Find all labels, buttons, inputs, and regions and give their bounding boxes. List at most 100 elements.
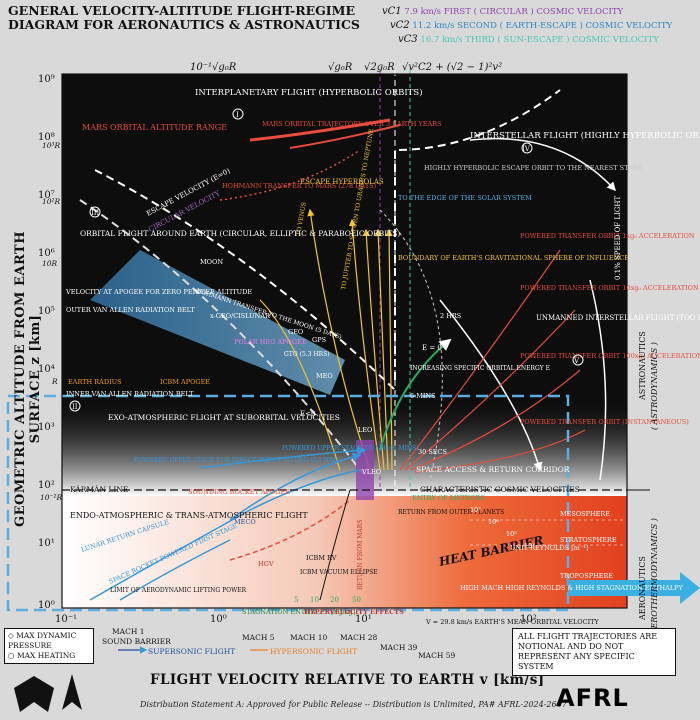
upper-stage-leo xyxy=(229,452,362,521)
space-force-emblem xyxy=(62,674,82,710)
leo-label: LEO xyxy=(358,426,372,434)
high-mach-label: HIGH MACH HIGH REYNOLDS & HIGH STAGNATIO… xyxy=(460,584,684,592)
apogee-zero-label: VELOCITY AT APOGEE FOR ZERO PERIGEE ALTI… xyxy=(65,288,252,296)
lifting-label: LIMIT OF AERODYNAMIC LIFTING POWER xyxy=(110,587,247,594)
r-marks: 10³R 10²R 10R R 10⁻²R xyxy=(40,141,63,502)
mars-trajectory xyxy=(249,118,391,142)
enthalpy-10: 10 xyxy=(310,596,319,604)
geo-label: GEO xyxy=(288,328,303,336)
endo-label: ENDO-ATMOSPHERIC & TRANS-ATMOSPHERIC FLI… xyxy=(70,511,308,520)
marker-iii xyxy=(89,206,101,218)
astrodynamics-label: ( ASTRODYNAMICS ) xyxy=(650,342,659,430)
mars-trajectory-label: MARS ORBITAL TRAJECTORY OVER 3 EARTH YEA… xyxy=(262,120,442,128)
corridor-label: SPACE ACCESS & RETURN CORRIDOR xyxy=(416,465,570,474)
icbm-apogee-label: ICBM APOGEE xyxy=(160,378,210,386)
inner-van-allen-label: INNER VAN ALLEN RADIATION BELT xyxy=(66,390,194,398)
mach-5: MACH 5 xyxy=(242,633,275,642)
cv2-label: SECOND ( EARTH-ESCAPE ) COSMIC VELOCITY xyxy=(457,21,673,31)
cv3-label: THIRD ( SUN-ESCAPE ) COSMIC VELOCITY xyxy=(465,35,659,45)
exo-atmospheric-label: EXO-ATMOSPHERIC FLIGHT AT SUBORBITAL VEL… xyxy=(108,413,340,422)
cv1-value: 7.9 km/s xyxy=(404,7,442,17)
orbital-band xyxy=(90,250,345,395)
hohmann-mars-label: HOHMANN TRANSFER TO MARS (278 DAYS) xyxy=(222,182,377,190)
upper-stage-leo-label: POWERED UPPER STAGE TO LEO (6 MINS) xyxy=(282,445,419,452)
r-mark-10R: 10R xyxy=(42,259,58,268)
space-rocket-trajectory xyxy=(89,469,361,601)
outer-van-allen-label: OUTER VAN ALLEN RADIATION BELT xyxy=(66,306,195,314)
r-mark-0.01R: 10⁻²R xyxy=(40,493,63,502)
six-mins-label: 6 MINS xyxy=(410,392,436,400)
earth-mean-label: V = 29.8 km/s EARTH'S MEAN ORBITAL VELOC… xyxy=(425,618,599,626)
mars-trajectory-2 xyxy=(289,124,401,149)
cv1-label: FIRST ( CIRCULAR ) COSMIC VELOCITY xyxy=(443,7,624,17)
marker-iii-text: III xyxy=(91,209,100,217)
cv2-row: vC2 11.2 km/s SECOND ( EARTH-ESCAPE ) CO… xyxy=(390,20,672,31)
legend-max-pressure-text: MAX DYNAMIC PRESSURE xyxy=(8,631,77,650)
pto-inst xyxy=(414,429,586,473)
edge-solar-label: TO THE EDGE OF THE SOLAR SYSTEM xyxy=(398,194,532,202)
lunar-capsule-trajectory xyxy=(119,539,231,601)
interplanetary-label: INTERPLANETARY FLIGHT (HYPERBOLIC ORBITS… xyxy=(195,87,423,98)
cv3-value: 16.7 km/s xyxy=(420,35,463,45)
y-tick-1e0: 10⁰ xyxy=(38,600,55,611)
y-tick-1e9: 10⁹ xyxy=(38,74,55,85)
mach-10: MACH 10 xyxy=(290,633,328,642)
interstellar-label: INTERSTELLAR FLIGHT (HIGHLY HYPERBOLIC O… xyxy=(470,130,700,141)
notional-disclaimer: ALL FLIGHT TRAJECTORIES ARE NOTIONAL AND… xyxy=(512,628,676,676)
marker-ii xyxy=(69,400,81,412)
enthalpy-20: 20 xyxy=(330,596,339,604)
formula-sqrt-2gR: √2g₀R xyxy=(364,62,395,73)
mesosphere-label: MESOSPHERE xyxy=(560,510,610,518)
stratosphere-label: STRATOSPHERE xyxy=(560,536,617,544)
atmosphere-band xyxy=(62,496,627,608)
y-tick-1e4: 10⁴ xyxy=(38,364,55,375)
pto-10g-label: POWERED TRANSFER ORBIT 10xg₀ ACCELERATIO… xyxy=(520,284,699,292)
unmanned-arc xyxy=(589,279,607,481)
gto-label: GTO (5.3 HRS) xyxy=(284,351,330,358)
two-hrs-label: 2 HRS xyxy=(440,312,461,320)
cv2-symbol: vC2 xyxy=(390,20,410,31)
x-axis-label: FLIGHT VELOCITY RELATIVE TO EARTH v [km/… xyxy=(150,672,545,688)
distribution-statement: Distribution Statement A: Approved for P… xyxy=(140,700,567,709)
thirty-secs-label: 30 SECS xyxy=(418,448,447,456)
to-neptune-trajectory xyxy=(385,228,393,471)
y-tick-1e3: 10³ xyxy=(38,422,55,433)
mach-labels: MACH 1 SOUND BARRIER MACH 5 MACH 10 MACH… xyxy=(102,627,456,660)
hgv-trajectory xyxy=(229,499,351,561)
x-tick-0.1: 10⁻¹ xyxy=(55,614,77,625)
marker-ii-text: II xyxy=(72,403,78,411)
icbm-rv-trajectory xyxy=(319,489,351,601)
reynolds-1e4: 10⁴ xyxy=(524,542,535,550)
reynolds-1e6: 10⁶ xyxy=(488,518,499,526)
aeronautics-box xyxy=(6,394,570,612)
energy-arrow xyxy=(379,338,452,451)
e-eq-0-label: E = 0 xyxy=(422,344,442,352)
air-force-emblem xyxy=(14,676,54,712)
stagnation-label: STAGNATION ENTHALPY [MJ/kg] xyxy=(242,608,355,616)
interstellar-arc xyxy=(469,137,617,192)
to-saturn-trajectory xyxy=(362,228,385,471)
enthalpy-5: 5 xyxy=(294,596,298,604)
escape-hyperbolas-label: ESCAPE HYPERBOLAS xyxy=(300,178,384,186)
enthalpy-50: 50 xyxy=(352,596,361,604)
y-tick-1e7: 10⁷ xyxy=(38,190,55,201)
usaf-logo xyxy=(14,674,82,712)
orbital-flight-label: ORBITAL FLIGHT AROUND EARTH (CIRCULAR, E… xyxy=(80,229,400,238)
cosmic-velocity-legend: vC1 7.9 km/s FIRST ( CIRCULAR ) COSMIC V… xyxy=(382,6,672,45)
diagram-title: GENERAL VELOCITY-ALTITUDE FLIGHT-REGIME … xyxy=(8,4,360,32)
circular-velocity-line xyxy=(79,199,369,481)
legend-max-heating: ○ MAX HEATING xyxy=(8,651,90,661)
formula-01: 10⁻¹√g₀R xyxy=(190,62,237,73)
marker-iv-text: IV xyxy=(522,145,531,153)
icbm-rv-label: ICBM RV xyxy=(306,554,337,562)
characteristic-label: CHARACTERISTIC COSMIC VELOCITIES xyxy=(420,485,580,494)
pto-1g-label: POWERED TRANSFER ORBIT 1xg₀ ACCELERATION xyxy=(520,232,695,240)
circle-icon: ○ xyxy=(8,651,15,660)
y-tick-1e1: 10¹ xyxy=(38,538,55,549)
speed-of-light-label: 0.1% SPEED OF LIGHT xyxy=(614,195,622,280)
escape-velocity-line xyxy=(94,169,396,391)
x-tick-1: 10⁰ xyxy=(210,614,227,625)
marker-i xyxy=(232,108,244,120)
icbm-vacuum-label: ICBM VACUUM ELLIPSE xyxy=(300,569,378,576)
